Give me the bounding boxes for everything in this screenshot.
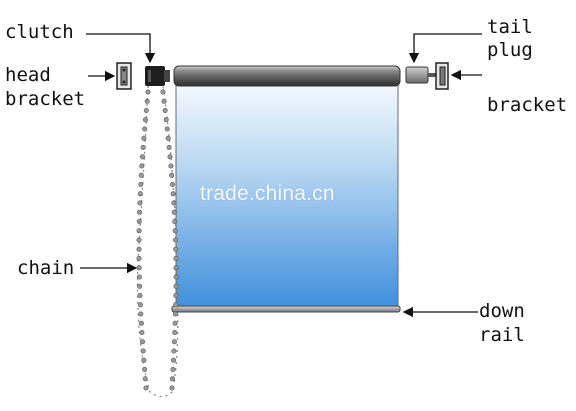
label-chain: chain (17, 257, 75, 279)
blind-fabric (175, 83, 399, 309)
down-rail (171, 305, 401, 313)
chain-bead (138, 172, 144, 178)
chain-bead (137, 283, 143, 289)
chain-bead (138, 320, 144, 326)
chain-bead (141, 357, 147, 363)
chain-bead (171, 357, 177, 363)
chain-bead (166, 145, 172, 151)
chain-bead (141, 135, 147, 141)
chain-bead (137, 302, 143, 308)
chain-bead (173, 302, 179, 308)
roller-tube (173, 65, 401, 87)
chain-bead (140, 348, 146, 354)
chain-bead (140, 154, 146, 160)
chain-bead (171, 200, 177, 206)
chain-bead (136, 246, 142, 252)
callout-arrows (80, 33, 482, 318)
chain-bead (172, 228, 178, 234)
chain-bead (140, 339, 146, 345)
chain-bead (172, 311, 178, 317)
chain-bead (136, 237, 142, 243)
chain-bead (137, 200, 143, 206)
chain-bead (139, 329, 145, 335)
chain-bead (137, 292, 143, 298)
chain-bead (143, 385, 149, 391)
chain-bead (170, 182, 176, 188)
chain-bead (163, 117, 169, 123)
chain-bead (173, 274, 179, 280)
chain-bead (171, 209, 177, 215)
label-clutch: clutch (5, 21, 74, 43)
label-bracket: bracket (487, 94, 568, 116)
chain-bead (137, 191, 143, 197)
chain-bead (136, 219, 142, 225)
chain-bead (170, 366, 176, 372)
chain-bead (142, 126, 148, 132)
chain-bead (172, 329, 178, 335)
chain-bead (162, 108, 168, 114)
chain-bead (143, 108, 149, 114)
chain-bead (136, 274, 142, 280)
head-bracket-part (116, 62, 132, 90)
chain-bead (161, 98, 167, 104)
chain-bead (170, 376, 176, 382)
chain-beads (136, 89, 179, 391)
chain-bead (139, 163, 145, 169)
tail-plug-part (405, 66, 436, 84)
label-down-rail-line2: rail (479, 324, 525, 346)
chain-bead (143, 117, 149, 123)
clutch-part (145, 66, 170, 86)
chain-bead (169, 385, 175, 391)
chain-bead (138, 311, 144, 317)
chain-bead (173, 237, 179, 243)
chain-bead (173, 246, 179, 252)
arrow-tail-plug (408, 33, 482, 64)
chain-bead (169, 172, 175, 178)
label-tail-plug-line1: tail (487, 16, 533, 38)
chain-bead (138, 182, 144, 188)
chain-bead (160, 89, 166, 95)
arrow-clutch (86, 33, 156, 64)
chain-bead (172, 219, 178, 225)
chain-bead (136, 228, 142, 234)
chain-bead (136, 265, 142, 271)
chain-bead (173, 265, 179, 271)
label-head-bracket-line1: head (5, 64, 51, 86)
chain-bead (173, 283, 179, 289)
label-head-bracket-line2: bracket (5, 88, 86, 110)
chain-bead (140, 145, 146, 151)
chain-bead (167, 154, 173, 160)
chain-bead (173, 255, 179, 261)
chain-bead (142, 366, 148, 372)
chain-bead (164, 126, 170, 132)
chain-bead (168, 163, 174, 169)
chain-bead (165, 135, 171, 141)
chain-bead (171, 339, 177, 345)
chain-bead (145, 89, 151, 95)
label-down-rail-line1: down (479, 300, 525, 322)
right-bracket-part (435, 62, 449, 90)
chain-bead (137, 209, 143, 215)
chain-bead (170, 191, 176, 197)
label-tail-plug-line2: plug (487, 39, 533, 61)
chain-bead (173, 292, 179, 298)
chain-bead (144, 98, 150, 104)
watermark-text: trade.china.cn (200, 182, 335, 205)
chain-bead (172, 320, 178, 326)
chain-bead (171, 348, 177, 354)
chain-bead (136, 255, 142, 261)
chain-bead (142, 376, 148, 382)
